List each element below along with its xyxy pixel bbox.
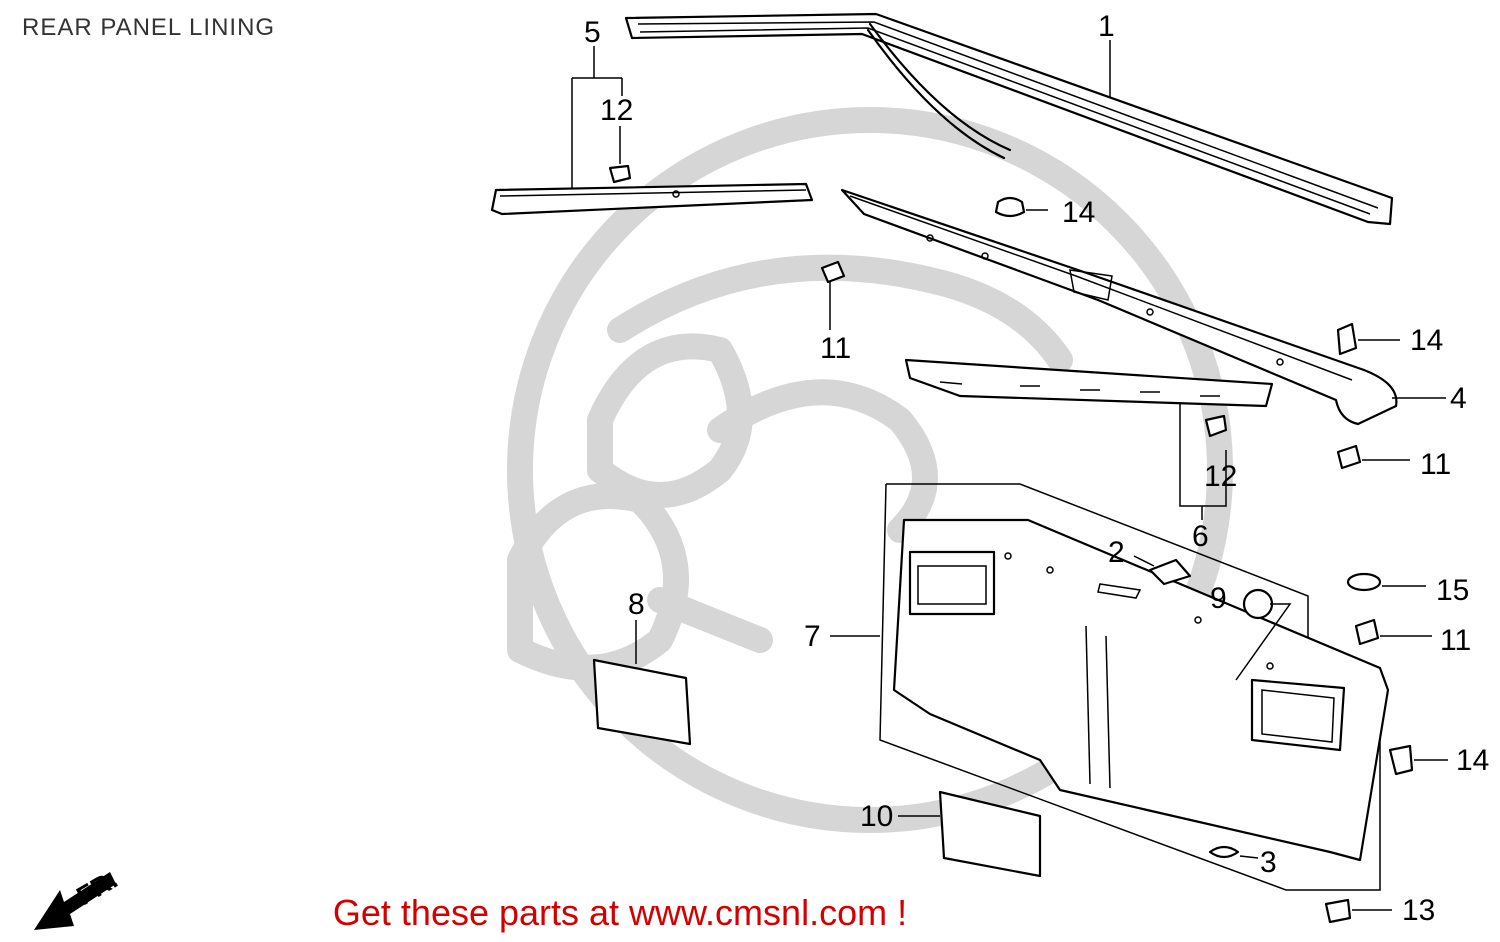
part-12-clip-lower [1204,414,1228,438]
part-1-frame [624,12,1394,226]
callout-14-a: 14 [1062,196,1095,229]
callout-8: 8 [628,588,645,621]
callout-12-a: 12 [600,94,633,127]
part-4-rail [840,188,1398,426]
part-11-screw-c [1354,618,1380,646]
callout-4: 4 [1450,382,1467,415]
callout-5: 5 [584,16,601,49]
part-11-screw-a [820,260,846,284]
leader-6 [1179,404,1227,520]
callout-1: 1 [1098,10,1115,43]
page-title: REAR PANEL LINING [22,14,276,41]
part-13-screw [1324,898,1352,924]
part-14-grommet-a [994,196,1026,218]
part-7-panel [892,518,1390,862]
callout-11-a: 11 [820,332,851,365]
panel-bracket [879,483,1381,891]
callout-14-c: 14 [1456,744,1489,777]
watermark-logo [507,107,1233,833]
part-3-clip [1208,845,1240,859]
callout-15: 15 [1436,574,1469,607]
part-15-cap [1346,572,1382,592]
part-11-screw-b [1336,444,1362,470]
part-14-grommet-c [1388,744,1414,776]
part-9-plug [1242,588,1274,620]
callout-10: 10 [860,800,893,833]
part-10-cover [938,790,1042,878]
callout-12-b: 12 [1204,460,1237,493]
callout-11-b: 11 [1420,448,1451,481]
part-8-cover [592,658,692,746]
callout-9: 9 [1210,582,1227,615]
part-2-pad [1148,558,1192,586]
part-12-clip-upper [608,164,632,184]
promo-link[interactable]: Get these parts at www.cmsnl.com ! [332,892,908,933]
callout-3: 3 [1260,846,1277,879]
part-6-strip [904,358,1274,408]
callout-2: 2 [1108,536,1125,569]
part-5-strip [490,182,814,216]
callout-14-b: 14 [1410,324,1443,357]
callout-7: 7 [804,620,821,653]
callout-13: 13 [1402,894,1435,927]
leader-5 [571,46,623,188]
part-14-grommet-b [1336,322,1358,356]
callout-11-c: 11 [1440,624,1471,657]
callout-6: 6 [1192,520,1209,553]
